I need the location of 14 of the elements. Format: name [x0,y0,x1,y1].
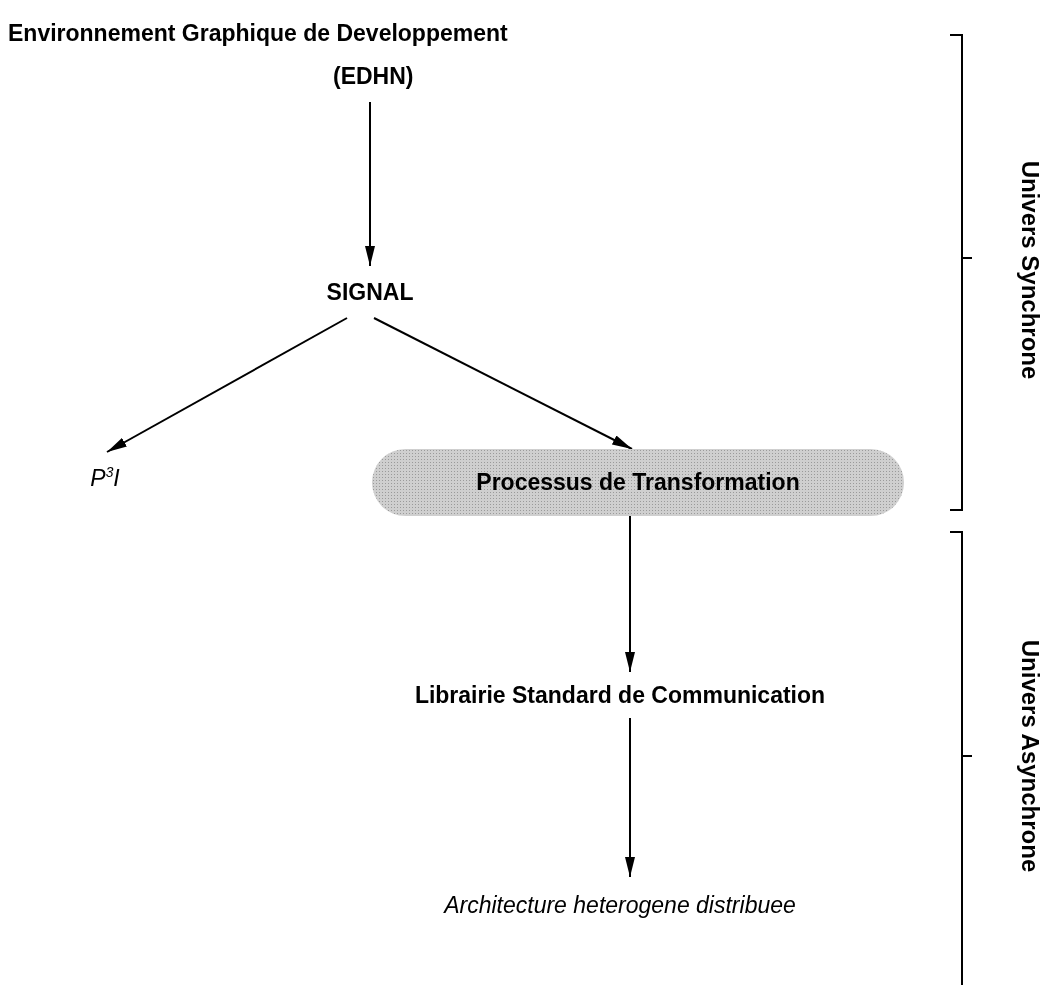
arrow [625,515,635,673]
node-label: Architecture heterogene distribuee [444,890,796,920]
arrow [625,717,635,878]
node-label: Processus de Transformation [476,468,800,497]
side-label: Univers Synchrone [1016,160,1044,380]
node-label: Librairie Standard de Communication [414,680,826,710]
arrow [106,317,348,453]
arrow [373,317,633,450]
node-label: SIGNAL [326,277,414,307]
arrow [365,101,375,267]
node-label: (EDHN) [333,62,414,91]
heading: Environnement Graphique de Developpement [8,19,508,48]
side-label: Univers Asynchrone [1016,639,1044,873]
node-label: P$^{3}$I [90,463,120,493]
